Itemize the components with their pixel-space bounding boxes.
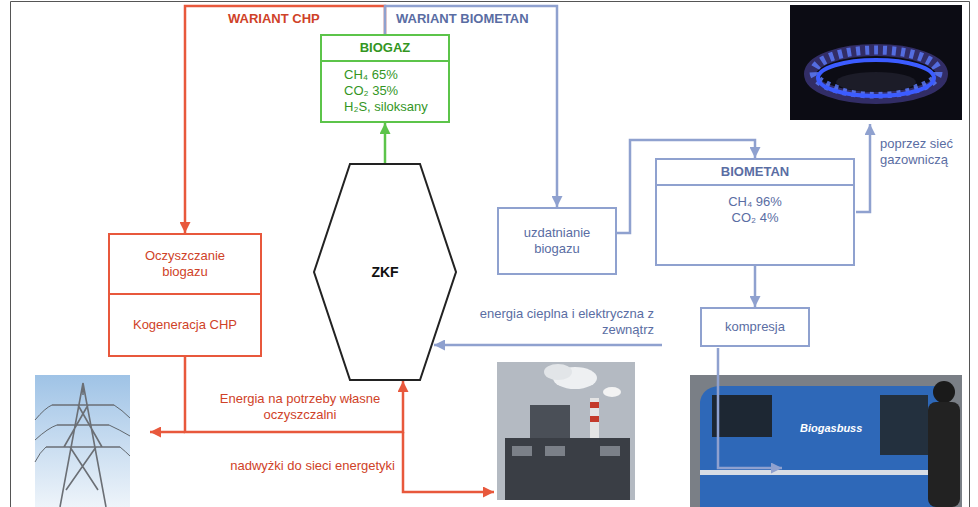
box-text: CH₄ 96%: [665, 194, 845, 210]
box-body: CH₄ 96%CO₂ 4%: [657, 186, 853, 264]
chimney-band: [590, 402, 599, 408]
box-header: BIOMETAN: [657, 160, 853, 186]
process-box: Oczyszczanie biogazuKogeneracja CHP: [108, 233, 262, 357]
power-plant-picture: [497, 362, 635, 500]
flame-glow: [810, 50, 942, 98]
plant-building: [505, 438, 630, 500]
pylon-lattice: [46, 383, 120, 507]
box-text: CO₂ 4%: [665, 210, 845, 226]
box-heading: BIOMETAN: [665, 164, 845, 180]
energy-arrow: [434, 344, 662, 347]
bus-stripe: [700, 470, 945, 475]
edge-label: WARIANT CHP: [228, 11, 320, 27]
photo-ground: [790, 5, 962, 120]
biomethane-box: BIOMETAN CH₄ 96%CO₂ 4%: [655, 158, 855, 266]
box-heading: ZKF: [371, 264, 398, 280]
gas-grid-arrow: [856, 124, 870, 212]
box-section: Oczyszczanie biogazu: [110, 235, 260, 295]
bus-windshield: [712, 395, 772, 437]
box-text: Kogeneracja CHP: [133, 317, 237, 333]
flame-tongues: [814, 50, 938, 94]
box-section: Kogeneracja CHP: [110, 295, 260, 355]
bus-body: [700, 386, 945, 507]
flow-arrow: [754, 266, 757, 307]
photo-ground: [497, 362, 635, 500]
edge-label: Energia na potrzeby własne oczyszczalni: [205, 391, 395, 423]
box-text: CH₄ 65%: [344, 67, 440, 83]
box-text: H₂S, siloksany: [344, 99, 440, 115]
box-text: kompresja: [725, 319, 785, 335]
gas-grid-note: poprzez sieć gazowniczą: [880, 136, 970, 168]
plant-window: [600, 446, 620, 456]
bus-lettering: Biogasbuss: [800, 420, 862, 436]
plant-window: [545, 446, 565, 456]
photo-ground: [690, 375, 962, 507]
box-text: Oczyszczanie biogazu: [129, 248, 241, 280]
plant-building: [530, 405, 570, 440]
bus-door: [880, 395, 928, 455]
plant-hexagon: ZKF: [313, 163, 457, 381]
burner-cap: [836, 72, 916, 92]
burner-ring: [818, 60, 934, 96]
photo-ground: [35, 375, 130, 507]
smoke: [603, 387, 621, 397]
biogas-box: BIOGAZ CH₄ 65%CO₂ 35%H₂S, siloksany: [320, 34, 450, 123]
smoke: [544, 364, 572, 380]
plant-window: [512, 446, 532, 456]
passenger: [933, 381, 955, 403]
process-box: uzdatnianie biogazu: [497, 207, 617, 275]
fuel-arrow: [718, 348, 782, 468]
power-wires: [35, 405, 130, 462]
box-text: CO₂ 35%: [344, 83, 440, 99]
passenger: [928, 402, 960, 507]
figure-frame: [11, 2, 970, 507]
chimney-band: [590, 416, 599, 422]
energy-note: energia cieplna i elektryczna z zewnątrz: [462, 306, 654, 338]
edge-label: WARIANT BIOMETAN: [396, 11, 529, 27]
bus-picture: [690, 375, 962, 507]
hexagon-shape: [314, 164, 456, 380]
surplus-note: nadwyżki do sieci energetyki: [195, 458, 395, 474]
box-text: uzdatnianie biogazu: [507, 225, 607, 257]
box-body: CH₄ 65%CO₂ 35%H₂S, siloksany: [322, 62, 448, 121]
box-header: BIOGAZ: [322, 36, 448, 62]
energy-arrow: [403, 432, 494, 492]
power-pylon-picture: [35, 375, 130, 507]
energy-arrow: [150, 431, 185, 434]
process-box: kompresja: [700, 307, 810, 347]
flow-arrow: [384, 123, 387, 163]
gas-flame-picture: [790, 5, 962, 120]
box-heading: BIOGAZ: [330, 40, 440, 56]
